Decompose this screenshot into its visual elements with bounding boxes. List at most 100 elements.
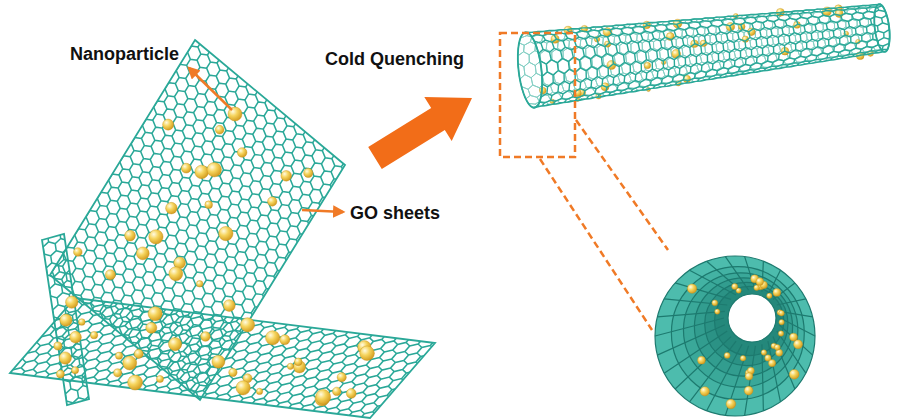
nanoparticle: [115, 352, 122, 359]
nanoparticle: [745, 373, 753, 381]
tube-panel-lines: [655, 257, 815, 416]
nanoparticle: [835, 10, 843, 18]
nanoparticle: [90, 331, 97, 338]
nanoparticle: [74, 248, 83, 257]
nanoparticles: [539, 5, 873, 104]
nanoparticle: [280, 335, 290, 345]
nanoparticle: [724, 353, 730, 359]
nanoparticle: [78, 319, 85, 326]
tube-rim: [874, 4, 889, 52]
nanoparticle: [59, 352, 71, 364]
nanoparticle: [304, 168, 313, 177]
nanoparticle: [71, 367, 78, 374]
process-arrow: [368, 97, 472, 169]
nanoparticle: [715, 309, 720, 314]
nanoparticle: [134, 349, 143, 358]
nanoparticle: [744, 386, 753, 395]
nanoparticle: [287, 363, 293, 369]
tube-hole: [728, 294, 776, 342]
tube-ring: [715, 286, 784, 355]
nanoparticle: [687, 284, 696, 293]
nanoparticle: [123, 356, 137, 370]
nanoparticle: [195, 165, 209, 179]
nanoparticle: [148, 307, 162, 321]
nanoparticle: [698, 356, 706, 364]
nanoparticle: [105, 270, 115, 280]
nanoparticle: [136, 247, 149, 260]
nanoparticle: [794, 340, 803, 349]
nanoparticle: [196, 281, 202, 287]
nanoparticle: [169, 267, 183, 281]
nanoparticle: [219, 226, 233, 240]
nanoparticle: [732, 284, 738, 290]
nanoparticle: [181, 163, 191, 173]
zoom-line: [540, 159, 652, 330]
zoom-line: [576, 120, 668, 250]
nanoparticle: [60, 314, 72, 326]
nanoparticle: [256, 388, 262, 394]
nanoparticle: [281, 171, 292, 182]
nanoparticle: [774, 344, 780, 350]
nanoparticle: [333, 387, 341, 395]
leader-arrow: [189, 68, 232, 110]
nanoparticle: [114, 369, 122, 377]
nanoparticle: [790, 333, 798, 341]
nanoparticle: [149, 230, 163, 244]
nanoparticle: [70, 331, 82, 343]
nanoparticle: [773, 289, 781, 297]
nanotube-front: [518, 4, 890, 108]
nanoparticle: [756, 278, 764, 286]
sheet-edge: [50, 40, 345, 400]
nanoparticle: [125, 230, 136, 241]
nanoparticle: [66, 296, 78, 308]
nanoparticle: [360, 346, 375, 361]
hex-mesh: [527, 4, 890, 107]
nanoparticle: [779, 310, 785, 316]
nanoparticle: [229, 368, 237, 376]
tube-cross-section: [655, 256, 815, 416]
hex-mesh: [50, 40, 345, 400]
hex-mesh: [10, 298, 435, 418]
nanoparticle: [146, 322, 157, 333]
nanoparticle: [168, 338, 181, 351]
nanoparticle: [201, 332, 211, 342]
nanoparticle: [156, 375, 163, 382]
nanoparticle: [761, 350, 766, 355]
nanoparticle: [712, 300, 718, 306]
zoom-box: [500, 33, 575, 157]
nanoparticle: [294, 358, 302, 366]
nanoparticle: [768, 360, 775, 367]
nanoparticle: [767, 293, 772, 298]
nanoparticle: [237, 148, 247, 158]
go-sheets: [0, 13, 463, 419]
callout-label: GO sheets: [350, 202, 440, 224]
nanoparticle: [778, 331, 783, 336]
nanoparticle: [212, 355, 225, 368]
nanoparticle: [205, 201, 213, 209]
nanoparticle: [56, 370, 64, 378]
tube-rim: [518, 32, 542, 107]
nanoparticle: [740, 355, 746, 361]
nanoparticle: [215, 125, 224, 134]
nanoparticle: [700, 387, 709, 396]
nanoparticle: [316, 390, 331, 405]
callout-label: Nanoparticle: [70, 43, 179, 65]
nanoparticle: [207, 162, 221, 176]
nanoparticle: [54, 342, 62, 350]
nanoparticle: [240, 318, 254, 332]
nanoparticles: [54, 107, 375, 406]
nanoparticle: [268, 197, 277, 206]
sheet-edge: [10, 298, 435, 418]
leader-arrow: [302, 210, 343, 212]
nanoparticle: [166, 202, 178, 214]
nanoparticle: [754, 285, 760, 291]
nanoparticle: [726, 399, 736, 409]
nanoparticle: [223, 300, 235, 312]
nanoparticle: [644, 62, 650, 68]
tube-ring: [655, 256, 815, 416]
go-sheet: [0, 282, 463, 419]
nanoparticle: [236, 381, 250, 395]
nanoparticle: [266, 331, 280, 345]
process-label: Cold Quenching: [325, 48, 464, 70]
nanoparticle: [128, 375, 143, 390]
